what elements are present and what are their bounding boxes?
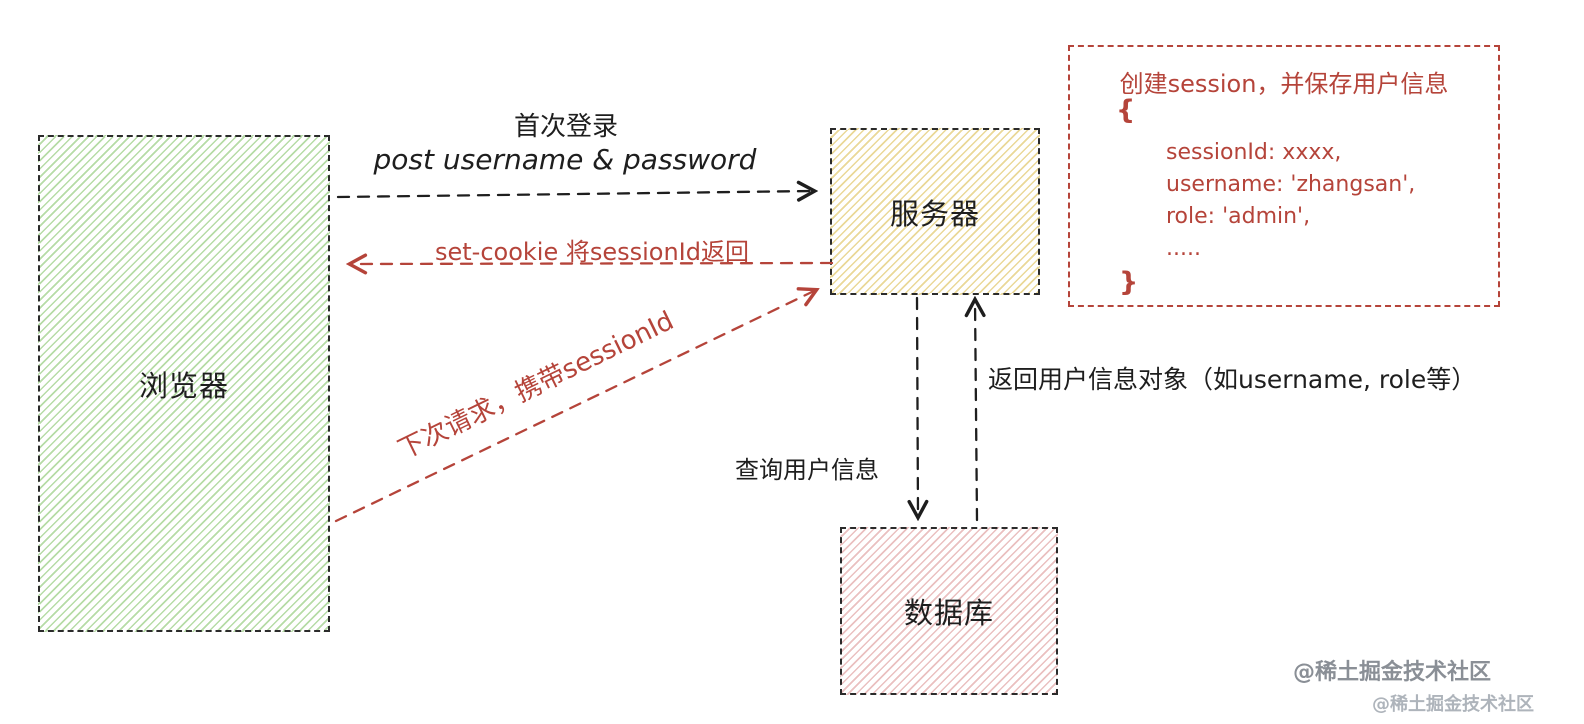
session-field-ellipsis: ..... bbox=[1166, 236, 1201, 261]
session-note-close-brace: } bbox=[1119, 267, 1139, 298]
server-node: 服务器 bbox=[830, 128, 1040, 295]
arrow-login-request bbox=[336, 191, 814, 197]
first-login-label: 首次登录 bbox=[513, 112, 618, 142]
return-user-label: 返回用户信息对象（如username, role等） bbox=[988, 365, 1477, 394]
database-node-label: 数据库 bbox=[903, 596, 994, 630]
session-field-role: role: 'admin', bbox=[1166, 204, 1311, 229]
set-cookie-label: set-cookie 将sessionId返回 bbox=[434, 238, 749, 266]
post-credentials-label: post username & password bbox=[373, 143, 757, 176]
session-note-open-brace: { bbox=[1116, 95, 1136, 126]
session-field-username: username: 'zhangsan', bbox=[1166, 172, 1416, 197]
arrow-query-database bbox=[917, 296, 918, 517]
browser-node-label: 浏览器 bbox=[138, 368, 229, 403]
watermark-primary: @稀土掘金技术社区 bbox=[1293, 660, 1492, 685]
server-node-label: 服务器 bbox=[889, 196, 980, 231]
session-field-sessionid: sessionId: xxxx, bbox=[1166, 140, 1342, 165]
arrow-next-request bbox=[334, 290, 816, 523]
watermark-secondary: @稀土掘金技术社区 bbox=[1372, 694, 1534, 715]
browser-node: 浏览器 bbox=[38, 135, 330, 632]
session-note-fields: sessionId: xxxx, username: 'zhangsan', r… bbox=[1166, 137, 1415, 265]
next-request-label: 下次请求，携带sessionId bbox=[393, 305, 679, 466]
database-node: 数据库 bbox=[840, 527, 1058, 695]
session-note-title: 创建session，并保存用户信息 bbox=[1119, 70, 1449, 98]
arrow-return-userinfo bbox=[975, 300, 977, 522]
query-user-label: 查询用户信息 bbox=[735, 456, 879, 484]
session-note-box: 创建session，并保存用户信息 { sessionId: xxxx, use… bbox=[1068, 45, 1500, 307]
